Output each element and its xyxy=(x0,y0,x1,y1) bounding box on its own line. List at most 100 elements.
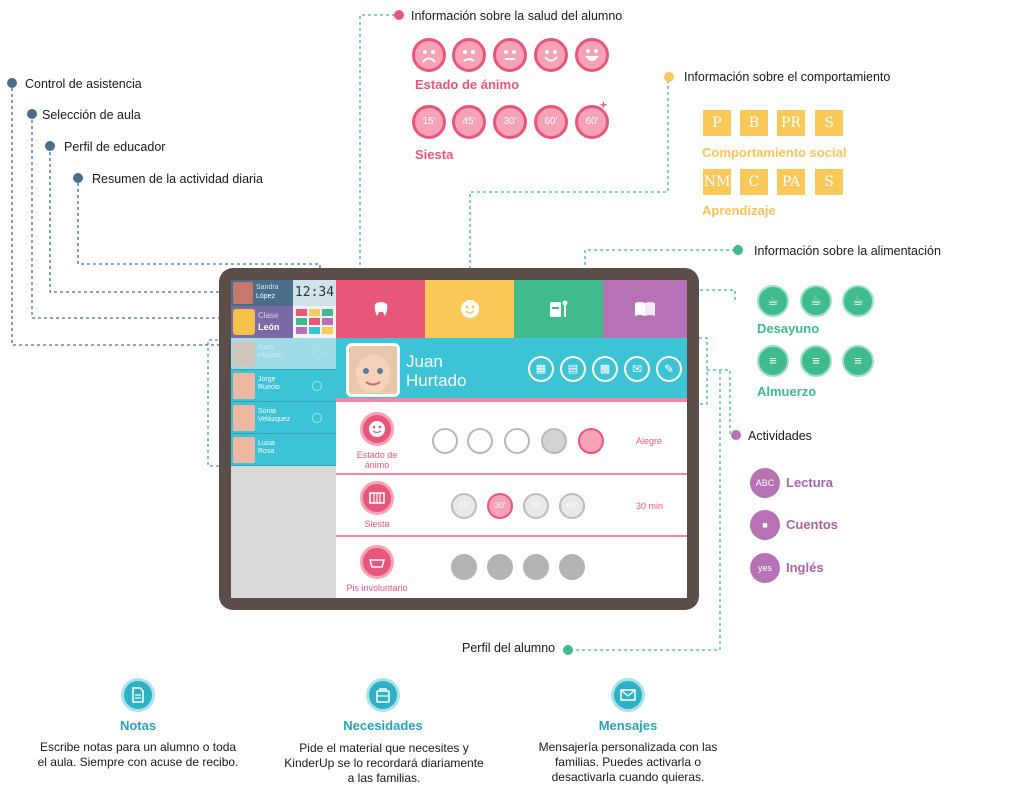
nap-clock-60[interactable]: 60' xyxy=(559,493,585,519)
educator-panel[interactable]: Sandra López xyxy=(231,280,293,306)
food-label: Información sobre la alimentación xyxy=(754,244,941,258)
student-header: Juan Hurtado ▦ ▤ ▩ ✉ ✎ xyxy=(336,338,687,402)
nap-value: 30 min xyxy=(636,501,664,511)
activity-stories: Cuentos xyxy=(786,517,838,532)
summary-dot xyxy=(73,173,83,183)
very-sad-face-icon[interactable] xyxy=(432,428,458,454)
messages-envelope-icon xyxy=(611,678,645,712)
sad-face-icon[interactable] xyxy=(467,428,493,454)
classroom-dot xyxy=(27,109,37,119)
reading-icon: ABC xyxy=(750,468,780,498)
english-speech-icon: yes xyxy=(750,553,780,583)
educator-avatar xyxy=(233,282,253,304)
very-happy-face-icon[interactable] xyxy=(578,428,604,454)
tooth-icon xyxy=(374,302,387,316)
nap-clock-30[interactable]: 30' xyxy=(523,493,549,519)
mood-value: Alegre xyxy=(636,436,663,446)
happy-face-icon[interactable] xyxy=(541,428,567,454)
nap-60-plus-icon: 60' xyxy=(575,105,609,139)
notes-icon[interactable]: ▤ xyxy=(560,356,586,382)
needs-title: Necesidades xyxy=(343,718,423,733)
tablet-frame: Sandra López 12:34 Clase León xyxy=(219,268,699,610)
one-drop-icon[interactable] xyxy=(487,554,513,580)
breakfast-half-icon: ☕ xyxy=(800,285,832,317)
neutral-face-icon[interactable] xyxy=(504,428,530,454)
stories-book-icon: ■ xyxy=(750,510,780,540)
class-label: Clase xyxy=(258,311,279,320)
messages-title: Mensajes xyxy=(598,718,658,733)
pee-row-label: Pis involuntario xyxy=(346,583,408,593)
needs-bag-icon[interactable]: ▩ xyxy=(592,356,618,382)
nap-clock-15[interactable]: 15' xyxy=(451,493,477,519)
open-book-icon xyxy=(635,302,655,316)
activities-label: Actividades xyxy=(748,429,812,443)
student-first-name: Juan xyxy=(406,352,443,371)
notes-document-icon xyxy=(121,678,155,712)
avatar xyxy=(346,343,400,397)
activities-dot xyxy=(731,430,741,440)
lunch-full-icon: ≡ xyxy=(757,345,789,377)
class-name: León xyxy=(258,322,280,332)
attendance-check-icon[interactable] xyxy=(312,349,322,359)
mood-row-icon xyxy=(360,412,394,446)
attendance-label: Control de asistencia xyxy=(25,77,142,91)
behaviour-dot xyxy=(664,72,674,82)
dry-icon[interactable] xyxy=(451,554,477,580)
educator-label: Perfil de educador xyxy=(64,140,166,154)
three-drops-icon[interactable] xyxy=(559,554,585,580)
health-dot xyxy=(394,10,404,20)
learning-title: Aprendizaje xyxy=(702,203,776,218)
social-code-b: B xyxy=(740,110,768,136)
tab-health[interactable] xyxy=(336,280,425,338)
tab-behaviour[interactable] xyxy=(425,280,514,338)
nap-row: Siesta 15' 30' 30' 60' 30 min xyxy=(336,477,687,537)
learning-code-pa: PA xyxy=(777,169,805,195)
educator-last-name: López xyxy=(256,293,276,300)
smiley-icon xyxy=(460,300,479,318)
social-code-p: P xyxy=(703,110,731,136)
pee-row: Pis involuntario xyxy=(336,539,687,598)
attendance-check-icon[interactable] xyxy=(312,413,322,423)
learning-code-c: C xyxy=(740,169,768,195)
tab-activities[interactable] xyxy=(603,280,687,338)
summary-label: Resumen de la actividad diaria xyxy=(92,172,263,186)
needs-bag-icon xyxy=(366,678,400,712)
avatar xyxy=(233,437,255,463)
clock-display: 12:34 xyxy=(293,280,336,306)
classroom-label: Selección de aula xyxy=(42,108,141,122)
avatar xyxy=(233,373,255,399)
nap-row-label: Siesta xyxy=(364,519,390,529)
attendance-check-icon[interactable] xyxy=(312,381,322,391)
calendar-icon[interactable]: ▦ xyxy=(528,356,554,382)
lunch-title: Almuerzo xyxy=(757,384,817,399)
two-drops-icon[interactable] xyxy=(523,554,549,580)
attendance-dot xyxy=(7,78,17,88)
message-envelope-icon[interactable]: ✉ xyxy=(624,356,650,382)
edit-pencil-icon[interactable]: ✎ xyxy=(656,356,682,382)
neutral-face-icon xyxy=(493,38,527,72)
notes-title: Notas xyxy=(119,718,157,733)
class-avatar xyxy=(233,309,255,335)
plus-icon: + xyxy=(600,98,608,112)
tab-food[interactable] xyxy=(514,280,603,338)
student-last-name: Hurtado xyxy=(406,371,467,390)
nap-clock-30-selected[interactable]: 30' xyxy=(487,493,513,519)
activity-summary-grid[interactable] xyxy=(293,306,336,338)
social-code-pr: PR xyxy=(777,110,805,136)
nap-60-icon: 60' xyxy=(534,105,568,139)
potty-icon xyxy=(360,545,394,579)
nap-30-icon: 30' xyxy=(493,105,527,139)
class-selector[interactable]: Clase León xyxy=(231,306,293,338)
social-code-s: S xyxy=(815,110,843,136)
very-sad-face-icon xyxy=(412,38,446,72)
